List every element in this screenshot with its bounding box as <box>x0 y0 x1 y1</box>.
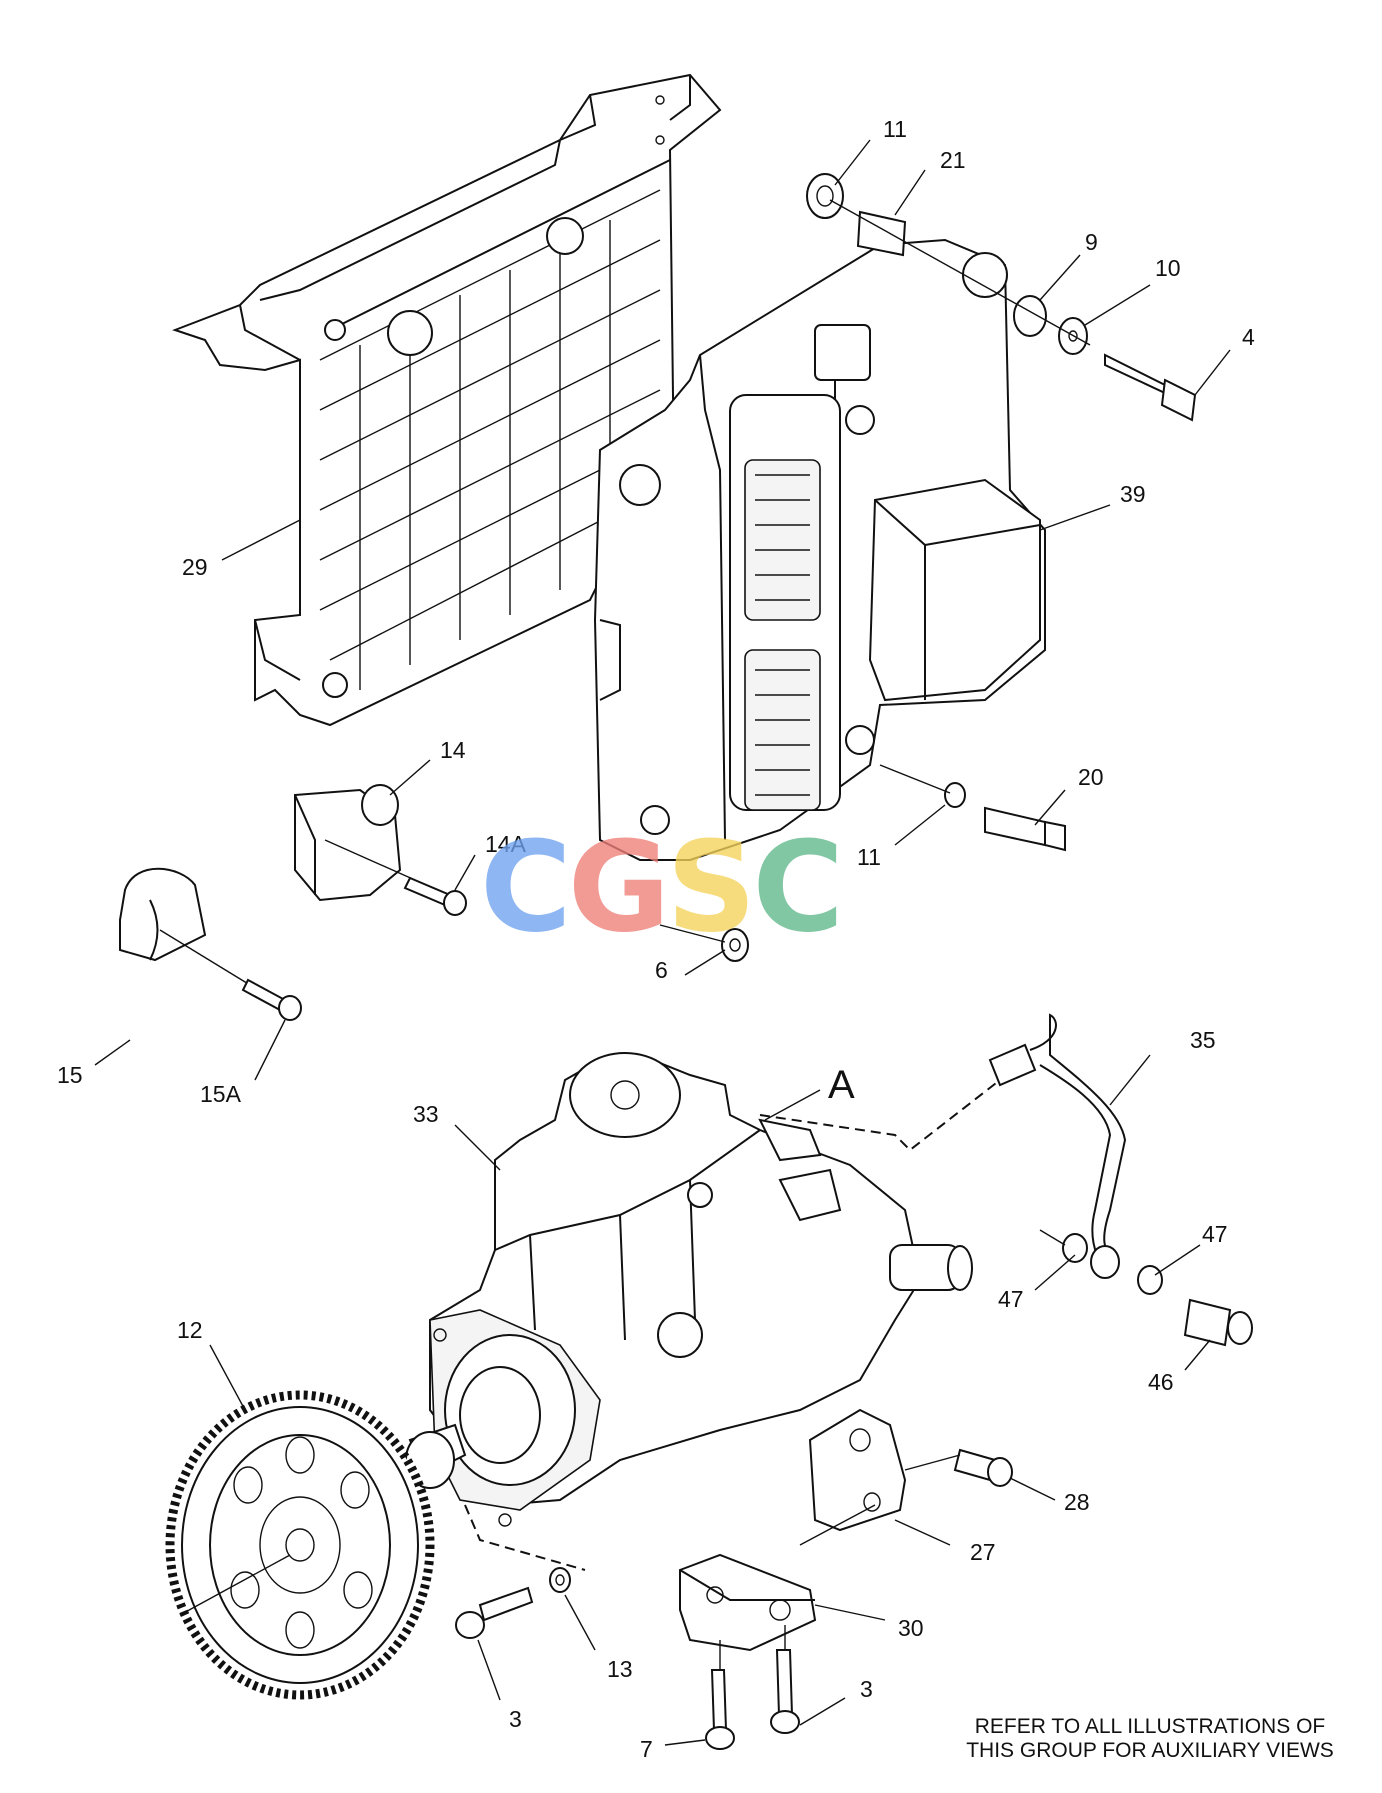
mounting-bracket-29 <box>172 73 722 727</box>
callout-labels: 11 21 9 10 4 39 29 14 14A 20 11 6 15 15A… <box>57 116 1255 1762</box>
callout-46: 46 <box>1148 1369 1174 1395</box>
callout-10: 10 <box>1155 255 1181 281</box>
callout-28: 28 <box>1064 1489 1090 1515</box>
reference-note-line2: THIS GROUP FOR AUXILIARY VIEWS <box>966 1739 1334 1762</box>
lower-brackets <box>455 1408 1013 1750</box>
callout-9: 9 <box>1085 229 1098 255</box>
callout-3-right: 3 <box>860 1676 873 1702</box>
callout-6: 6 <box>655 957 668 983</box>
clamp-15 <box>119 867 302 1021</box>
callout-3-left: 3 <box>509 1706 522 1732</box>
callout-30: 30 <box>898 1615 924 1641</box>
ecm-lower-hardware <box>659 764 1066 962</box>
gear-12 <box>165 1390 435 1700</box>
callout-4: 4 <box>1242 324 1255 350</box>
ecm-module-39 <box>593 238 1046 861</box>
watermark-letter-c2: C <box>752 815 844 960</box>
callout-47-right: 47 <box>1202 1221 1228 1247</box>
callout-15: 15 <box>57 1062 83 1088</box>
callout-20: 20 <box>1078 764 1104 790</box>
view-label-A: A <box>828 1063 855 1107</box>
upper-hardware <box>806 173 1197 422</box>
leader-lines <box>94 139 1231 1746</box>
callout-33: 33 <box>413 1101 439 1127</box>
fuel-line-35 <box>988 1013 1253 1347</box>
callout-12: 12 <box>177 1317 203 1343</box>
callout-27: 27 <box>970 1539 996 1565</box>
watermark-logo: CGSC <box>480 815 844 960</box>
callout-14A: 14A <box>485 831 527 857</box>
callout-13: 13 <box>607 1656 633 1682</box>
callout-35: 35 <box>1190 1027 1216 1053</box>
watermark-letter-c1: C <box>480 815 572 960</box>
callout-14: 14 <box>440 737 466 763</box>
fuel-pump-33 <box>405 1052 973 1527</box>
callout-15A: 15A <box>200 1081 242 1107</box>
watermark-letter-s: S <box>666 815 756 960</box>
callout-21: 21 <box>940 147 966 173</box>
reference-note-line1: REFER TO ALL ILLUSTRATIONS OF <box>974 1715 1326 1738</box>
callout-29: 29 <box>182 554 208 580</box>
callout-11: 11 <box>883 116 907 142</box>
watermark-letter-g: G <box>567 815 671 960</box>
sensor-bracket-14 <box>294 784 467 916</box>
assembly-lines <box>464 1079 1001 1670</box>
reference-note: REFER TO ALL ILLUSTRATIONS OF THIS GROUP… <box>940 1715 1360 1763</box>
callout-7: 7 <box>640 1736 653 1762</box>
callout-39: 39 <box>1120 481 1146 507</box>
callout-47-left: 47 <box>998 1286 1024 1312</box>
callout-11-lower: 11 <box>857 844 881 870</box>
